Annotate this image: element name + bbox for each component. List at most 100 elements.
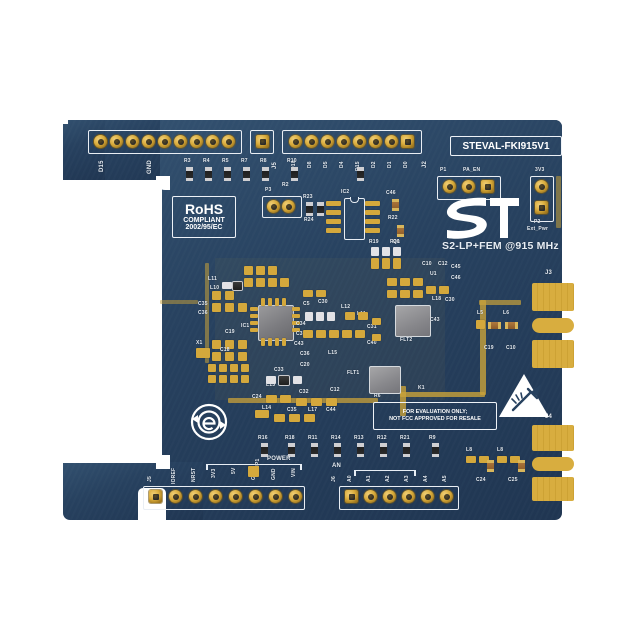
green-e-mark-icon xyxy=(190,403,228,441)
ref-c28: C34 xyxy=(296,321,306,327)
rohs-line-2: COMPLIANT xyxy=(183,217,225,224)
ref-c34: C37 xyxy=(296,331,306,337)
ref-c17: C19 xyxy=(484,345,494,351)
label-ext-pwr: Ext_Pwr xyxy=(527,226,549,232)
pin-label-5v: 5V xyxy=(231,467,237,474)
ref-u1: U1 xyxy=(430,271,437,277)
ref-r19: R19 xyxy=(369,239,379,245)
ref-l6: L6 xyxy=(503,310,510,316)
ref-c21: C30 xyxy=(318,299,328,305)
ref-r21: R21 xyxy=(400,435,410,441)
ref-r5: R5 xyxy=(222,158,229,164)
pin-label-d4: D4 xyxy=(339,161,345,168)
ref-l15: L15 xyxy=(328,350,338,356)
connector-top-left[interactable] xyxy=(88,130,242,154)
pin-label-d2: D2 xyxy=(371,161,377,168)
ref-r11: R11 xyxy=(308,435,318,441)
ref-flt2: FLT2 xyxy=(400,337,413,343)
ref-l12: L12 xyxy=(341,304,351,310)
label-pa-en: PA_EN xyxy=(463,167,481,173)
ref-r13: R13 xyxy=(354,435,364,441)
ref-ic2: IC2 xyxy=(341,189,350,195)
ref-r2: R2 xyxy=(282,182,289,188)
ref-c36: C36 xyxy=(300,351,310,357)
ref-c16: C19 xyxy=(225,329,235,335)
ref-l14: L14 xyxy=(262,405,272,411)
pin-label-d0: D0 xyxy=(403,161,409,168)
pin-label-d15: D15 xyxy=(99,160,105,172)
ref-c14: C12 xyxy=(330,387,340,393)
ref-p2: P2 xyxy=(534,219,541,225)
ref-c27: C36 xyxy=(198,310,208,316)
ref-c33: C33 xyxy=(274,367,284,373)
ref-r3: R3 xyxy=(184,158,191,164)
ref-c45: C46 xyxy=(451,275,461,281)
ref-r20: R20 xyxy=(390,239,400,245)
pin-label-a5: A5 xyxy=(442,475,448,482)
connector-j6-an[interactable] xyxy=(339,486,459,510)
ref-c15: C18 xyxy=(220,347,230,353)
ic1-body xyxy=(258,305,294,341)
ref-flt1: FLT1 xyxy=(347,370,360,376)
ref-c29: C30 xyxy=(445,297,455,303)
ref-j5-top: J5 xyxy=(272,161,278,169)
ref-ic1: IC1 xyxy=(241,323,250,329)
ref-r16: R16 xyxy=(258,435,268,441)
ref-r8: R8 xyxy=(260,158,267,164)
an-group-bracket xyxy=(354,470,416,476)
ref-r22: R22 xyxy=(388,215,398,221)
connector-p3[interactable] xyxy=(262,196,302,218)
flt1-body xyxy=(369,366,401,394)
rohs-line-1: RoHS xyxy=(184,201,224,218)
power-group-label: POWER xyxy=(267,456,291,462)
label-3v3-rail: 3V3 xyxy=(535,167,545,173)
ref-c26: C35 xyxy=(198,301,208,307)
pin-label-nrst: NRST xyxy=(191,467,197,482)
pin-label-d5: D5 xyxy=(323,161,329,168)
ref-r6: R6 xyxy=(374,393,381,399)
ref-c12: C10 xyxy=(422,261,432,267)
ref-r4: R4 xyxy=(203,158,210,164)
connector-p2[interactable] xyxy=(530,176,554,222)
ref-c24: C24 xyxy=(476,477,486,483)
pin-label-vin: VIN xyxy=(291,468,297,477)
ref-c32: C32 xyxy=(299,389,309,395)
connector-j5-power[interactable] xyxy=(143,486,305,510)
pin-label-gnd-top: GND xyxy=(147,160,153,174)
ref-x1: X1 xyxy=(196,340,203,346)
an-group-label: AN xyxy=(332,463,342,469)
ref-l10: L11 xyxy=(208,276,217,282)
ref-r10: R10 xyxy=(287,158,297,164)
ref-k1: K1 xyxy=(418,385,425,391)
ic2-body xyxy=(344,198,365,240)
ref-c18: C20 xyxy=(300,362,310,368)
connector-j2[interactable] xyxy=(282,130,422,154)
fcc-notice-line-2: NOT FCC APPROVED FOR RESALE xyxy=(389,416,481,422)
ref-l9: L10 xyxy=(210,285,220,291)
ref-c40: C43 xyxy=(294,341,304,347)
rohs-line-3: 2002/95/EC xyxy=(185,224,223,232)
ref-c24-left: C24 xyxy=(252,394,262,400)
ref-q1: Q1 xyxy=(393,239,401,245)
pin-label-a1: A1 xyxy=(366,475,372,482)
ref-c13: C12 xyxy=(438,261,448,267)
pin-label-a3: A3 xyxy=(404,475,410,482)
connector-j5-top[interactable] xyxy=(250,130,274,154)
rohs-badge: RoHS COMPLIANT 2002/95/EC xyxy=(172,196,236,238)
pin-label-d8: D8 xyxy=(307,161,313,168)
fcc-notice: FOR EVALUATION ONLY; NOT FCC APPROVED FO… xyxy=(373,402,497,430)
ref-j2: J2 xyxy=(422,160,428,168)
flt2-body xyxy=(395,305,431,337)
ref-l7: L8 xyxy=(466,447,473,453)
fcc-notice-line-1: FOR EVALUATION ONLY; xyxy=(402,409,468,416)
pin-label-d1: D1 xyxy=(387,161,393,168)
pin-label-a2: A2 xyxy=(385,475,391,482)
ref-c30: C31 xyxy=(367,324,377,330)
part-number-text: STEVAL-FKI915V1 xyxy=(462,140,550,152)
ref-c35: C35 xyxy=(287,407,297,413)
ref-j6: J6 xyxy=(331,476,337,482)
ref-r12: R12 xyxy=(377,435,387,441)
part-number-label: STEVAL-FKI915V1 xyxy=(450,136,562,156)
ref-l17: L17 xyxy=(308,407,318,413)
ref-r18: R18 xyxy=(285,435,295,441)
